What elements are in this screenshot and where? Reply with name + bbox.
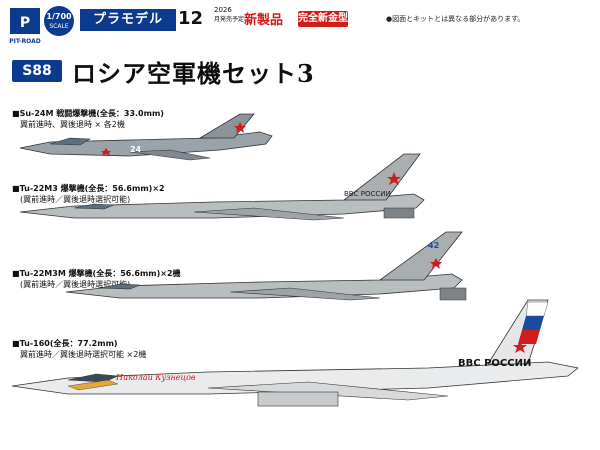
tu160-marking: ВВС РОССИИ bbox=[458, 358, 531, 369]
series-banner: プラモデル bbox=[80, 9, 176, 31]
red-star-icon bbox=[387, 172, 401, 185]
aircraft-name: Su-24M 戦闘爆撃機(全長：33.0mm) bbox=[19, 109, 164, 118]
svg-text:PIT-ROAD: PIT-ROAD bbox=[9, 38, 41, 45]
tu22m3m-illustration: 42 bbox=[65, 231, 467, 301]
product-code: S88 bbox=[12, 60, 62, 82]
svg-text:P: P bbox=[20, 15, 30, 31]
su24m-illustration: 24 bbox=[19, 113, 273, 161]
bullet-icon: ■ bbox=[12, 269, 20, 278]
bullet-icon: ■ bbox=[12, 184, 20, 193]
aircraft-caption-1: ■Su-24M 戦闘爆撃機(全長：33.0mm) 翼前進時、翼後退時 × 各2機 bbox=[12, 108, 164, 130]
scale-badge: 1/700 SCALE bbox=[44, 6, 74, 36]
aircraft-name: Tu-22M3M 爆撃機(全長：56.6mm)×2機 bbox=[19, 269, 181, 278]
tu22m3-marking: ВВС РОССИИ bbox=[344, 190, 391, 198]
red-star-icon bbox=[430, 258, 442, 269]
tu22m3m-tail-number: 42 bbox=[428, 241, 439, 250]
bullet-icon: ■ bbox=[12, 109, 20, 118]
pit-road-logo: P PIT-ROAD bbox=[8, 6, 42, 46]
new-mold-badge: 完全新金型 bbox=[298, 11, 348, 27]
aircraft-note: 翼前進時、翼後退時 × 各2機 bbox=[20, 120, 125, 129]
tu160-nose-art: Николай Кузнецов bbox=[115, 373, 196, 382]
aircraft-note: (翼前進時／翼後退時選択可能) bbox=[20, 195, 131, 204]
red-star-icon bbox=[234, 122, 246, 133]
disclaimer-note: ●図面とキットとは異なる部分があります。 bbox=[386, 15, 525, 23]
scale-unit: SCALE bbox=[49, 23, 69, 30]
red-star-icon bbox=[513, 340, 527, 353]
scale-value: 1/700 bbox=[46, 12, 72, 21]
aircraft-name: Tu-22M3 爆撃機(全長：56.6mm)×2 bbox=[19, 184, 165, 193]
release-year: 2026 bbox=[214, 6, 232, 14]
nose-ribbon-icon bbox=[67, 379, 119, 391]
release-suffix: 月発売予定 bbox=[214, 16, 245, 23]
tu22m3-illustration: ВВС РОССИИ bbox=[19, 153, 425, 221]
aircraft-caption-4: ■Tu-160(全長：77.2mm) 翼前進時／翼後退時選択可能 ×2機 bbox=[12, 338, 146, 360]
bullet-icon: ■ bbox=[12, 339, 20, 348]
tu160-illustration: ВВС РОССИИ Николай Кузнецов bbox=[11, 299, 579, 407]
su24-tail-number: 24 bbox=[130, 145, 142, 154]
product-title: ロシア空軍機セット3 bbox=[72, 59, 315, 88]
release-date: 12 2026 月発売予定 bbox=[178, 6, 244, 34]
release-month: 12 bbox=[178, 8, 204, 29]
aircraft-note: (翼前進時／翼後退時選択可能) bbox=[20, 280, 131, 289]
new-product-label: 新製品 bbox=[244, 13, 284, 28]
aircraft-note: 翼前進時／翼後退時選択可能 ×2機 bbox=[20, 350, 147, 359]
aircraft-caption-3: ■Tu-22M3M 爆撃機(全長：56.6mm)×2機 (翼前進時／翼後退時選択… bbox=[12, 268, 181, 290]
aircraft-name: Tu-160(全長：77.2mm) bbox=[19, 339, 118, 348]
aircraft-caption-2: ■Tu-22M3 爆撃機(全長：56.6mm)×2 (翼前進時／翼後退時選択可能… bbox=[12, 183, 165, 205]
red-star-icon bbox=[101, 148, 111, 156]
